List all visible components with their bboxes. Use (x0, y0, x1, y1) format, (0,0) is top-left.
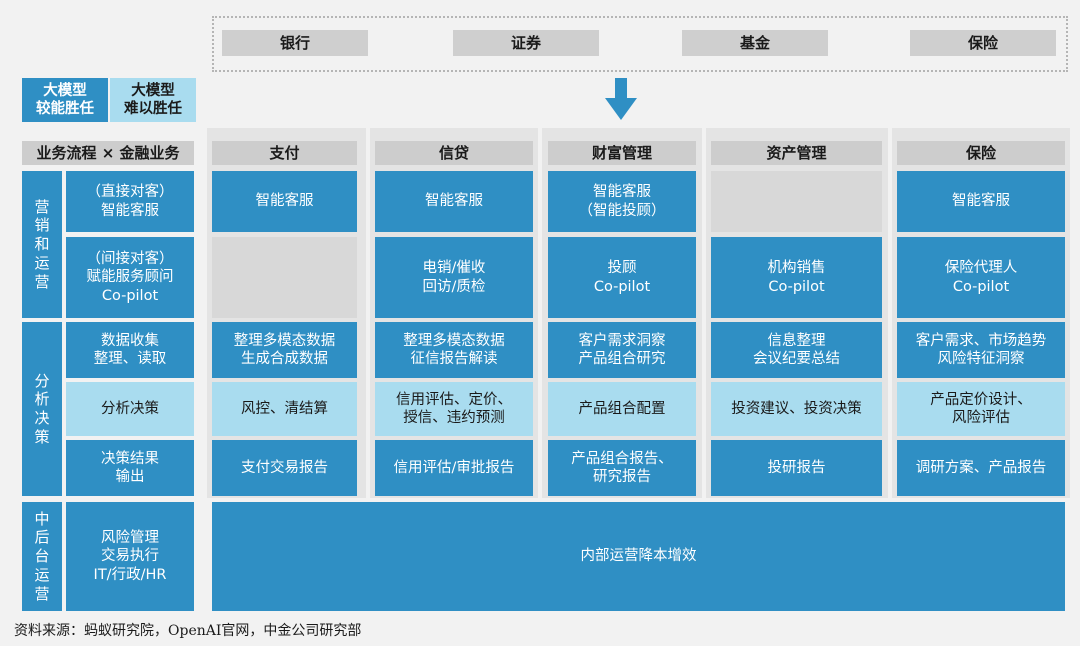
cell-wealth-indirect-copilot: 投顾 Co-pilot (548, 237, 696, 318)
column-header-payment: 支付 (212, 141, 357, 165)
row-label-back-office: 风险管理 交易执行 IT/行政/HR (66, 502, 194, 611)
cell-asset-indirect-copilot: 机构销售 Co-pilot (711, 237, 882, 318)
cell-credit-direct-service: 智能客服 (375, 171, 533, 232)
source-note: 资料来源：蚂蚁研究院，OpenAI官网，中金公司研究部 (14, 623, 362, 639)
cell-insurance-direct-service: 智能客服 (897, 171, 1065, 232)
row-label-data-collection: 数据收集 整理、读取 (66, 322, 194, 378)
column-header-insurance: 保险 (897, 141, 1065, 165)
sector-securities: 证券 (453, 30, 599, 56)
cell-insurance-analysis-decision: 产品定价设计、 风险评估 (897, 382, 1065, 436)
cell-payment-decision-output: 支付交易报告 (212, 440, 357, 496)
down-arrow-icon (605, 78, 637, 120)
group-label-analysis-decision: 分 析 决 策 (22, 322, 62, 496)
column-header-wealth: 财富管理 (548, 141, 696, 165)
cell-wealth-analysis-decision: 产品组合配置 (548, 382, 696, 436)
cell-insurance-decision-output: 调研方案、产品报告 (897, 440, 1065, 496)
cell-back-office-efficiency: 内部运营降本增效 (212, 502, 1065, 611)
cell-credit-analysis-decision: 信用评估、定价、 授信、违约预测 (375, 382, 533, 436)
cell-asset-direct-service (711, 171, 882, 232)
cell-payment-data-collection: 整理多模态数据 生成合成数据 (212, 322, 357, 378)
column-header-asset: 资产管理 (711, 141, 882, 165)
cell-asset-data-collection: 信息整理 会议纪要总结 (711, 322, 882, 378)
group-label-back-office: 中 后 台 运 营 (22, 502, 62, 611)
column-header-credit: 信贷 (375, 141, 533, 165)
cell-credit-indirect-copilot: 电销/催收 回访/质检 (375, 237, 533, 318)
cell-wealth-data-collection: 客户需求洞察 产品组合研究 (548, 322, 696, 378)
cell-asset-analysis-decision: 投资建议、投资决策 (711, 382, 882, 436)
cell-payment-direct-service: 智能客服 (212, 171, 357, 232)
cell-insurance-indirect-copilot: 保险代理人 Co-pilot (897, 237, 1065, 318)
sector-fund: 基金 (682, 30, 828, 56)
sector-insurance: 保险 (910, 30, 1056, 56)
cell-insurance-data-collection: 客户需求、市场趋势 风险特征洞察 (897, 322, 1065, 378)
sector-band (212, 16, 1068, 72)
sector-bank: 银行 (222, 30, 368, 56)
corner-header: 业务流程 × 金融业务 (22, 141, 194, 165)
legend-incapable: 大模型 难以胜任 (110, 78, 196, 122)
row-label-analysis-decision: 分析决策 (66, 382, 194, 436)
cell-payment-indirect-copilot (212, 237, 357, 318)
group-label-marketing-ops: 营 销 和 运 营 (22, 171, 62, 318)
row-label-indirect-copilot: （间接对客） 赋能服务顾问 Co-pilot (66, 237, 194, 318)
cell-wealth-direct-service: 智能客服 （智能投顾） (548, 171, 696, 232)
row-label-direct-service: （直接对客） 智能客服 (66, 171, 194, 232)
cell-credit-decision-output: 信用评估/审批报告 (375, 440, 533, 496)
cell-credit-data-collection: 整理多模态数据 征信报告解读 (375, 322, 533, 378)
cell-wealth-decision-output: 产品组合报告、 研究报告 (548, 440, 696, 496)
cell-payment-analysis-decision: 风控、清结算 (212, 382, 357, 436)
cell-asset-decision-output: 投研报告 (711, 440, 882, 496)
legend-capable: 大模型 较能胜任 (22, 78, 108, 122)
row-label-decision-output: 决策结果 输出 (66, 440, 194, 496)
